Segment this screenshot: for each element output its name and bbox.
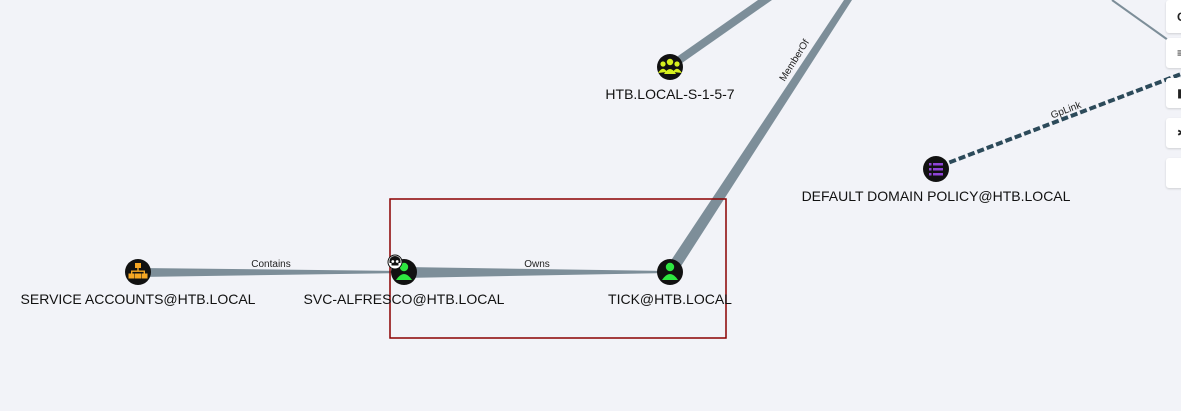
node-label: HTB.LOCAL-S-1-5-7 — [605, 86, 734, 102]
edge-contains[interactable] — [140, 268, 404, 277]
node-htb-local-s-1-5-7[interactable]: HTB.LOCAL-S-1-5-7 — [605, 54, 735, 102]
info-icon[interactable] — [1166, 158, 1181, 188]
list-icon — [929, 163, 943, 176]
edge-memberof[interactable] — [666, 0, 852, 274]
edge-offscreen-2[interactable] — [1111, 0, 1169, 41]
refresh-icon[interactable]: C — [1166, 0, 1181, 33]
edge-label-owns: Owns — [524, 259, 550, 270]
edges: Contains Owns MemberOf GpLink — [140, 0, 1181, 278]
users-group-icon — [658, 58, 682, 74]
edge-gplink[interactable] — [939, 72, 1181, 168]
node-tick[interactable]: TICK@HTB.LOCAL — [608, 259, 732, 307]
settings-icon[interactable]: ✱ — [1166, 118, 1181, 148]
menu-icon[interactable]: ≡ — [1166, 38, 1181, 68]
user-icon — [662, 262, 678, 280]
node-service-accounts[interactable]: SERVICE ACCOUNTS@HTB.LOCAL — [21, 259, 256, 307]
node-default-domain-policy[interactable]: DEFAULT DOMAIN POLICY@HTB.LOCAL — [802, 156, 1071, 204]
node-label: SERVICE ACCOUNTS@HTB.LOCAL — [21, 291, 256, 307]
edge-owns[interactable] — [404, 267, 670, 278]
skull-icon — [387, 254, 403, 270]
export-icon[interactable]: ▮ — [1166, 78, 1181, 108]
node-label: TICK@HTB.LOCAL — [608, 291, 732, 307]
node-svc-alfresco[interactable]: SVC-ALFRESCO@HTB.LOCAL — [304, 254, 505, 307]
edge-offscreen-1[interactable] — [668, 0, 772, 70]
sitemap-icon — [128, 263, 148, 279]
edge-label-contains: Contains — [251, 259, 290, 270]
selection-box — [389, 198, 727, 339]
node-label: DEFAULT DOMAIN POLICY@HTB.LOCAL — [802, 188, 1071, 204]
graph-toolbar: C ≡ ▮ ✱ — [1166, 0, 1181, 190]
node-label: SVC-ALFRESCO@HTB.LOCAL — [304, 291, 505, 307]
